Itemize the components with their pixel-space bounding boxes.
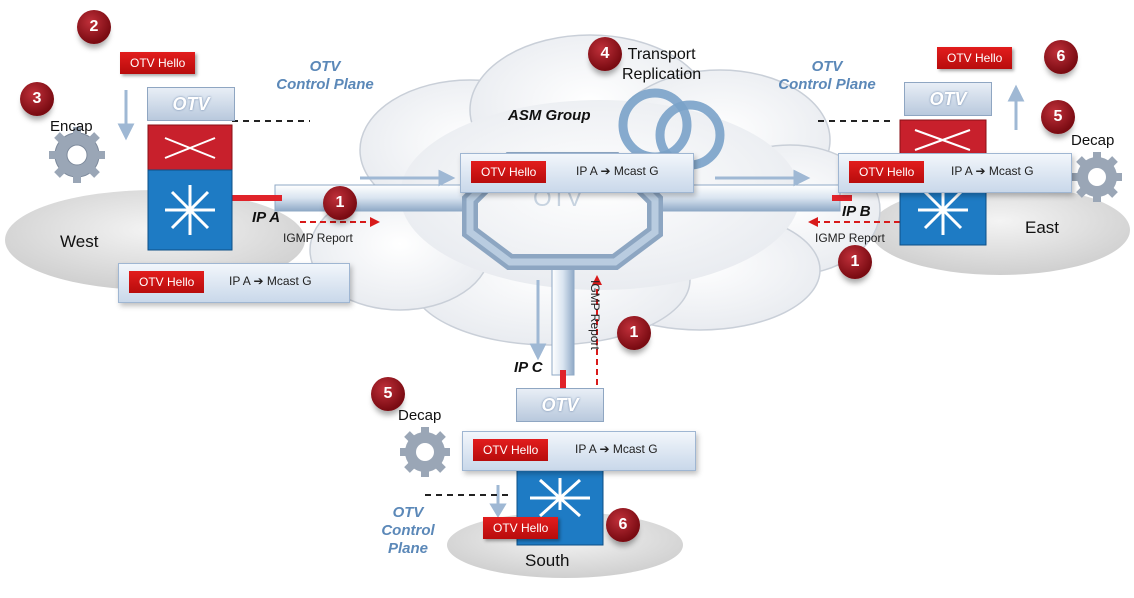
east-control-plane-label: OTV Control Plane bbox=[778, 58, 876, 93]
packet-east-route: IP A ➔ Mcast G bbox=[951, 164, 1034, 178]
igmp-report-west: IGMP Report bbox=[283, 231, 353, 245]
asm-group-label: ASM Group bbox=[508, 107, 591, 124]
step-badge-5-south: 5 bbox=[371, 377, 405, 411]
packet-core-hello: OTV Hello bbox=[471, 161, 547, 183]
step-badge-1-east: 1 bbox=[838, 245, 872, 279]
south-otv-label: OTV bbox=[516, 388, 604, 422]
interface-label-south: IP C bbox=[514, 359, 543, 376]
site-label-west: West bbox=[60, 232, 99, 251]
packet-core-route: IP A ➔ Mcast G bbox=[576, 164, 659, 178]
site-label-east: East bbox=[1025, 218, 1060, 237]
step-badge-6-east: 6 bbox=[1044, 40, 1078, 74]
transport-replication-label: Transport Replication bbox=[622, 46, 702, 83]
igmp-report-south: IGMP Report bbox=[588, 280, 602, 350]
packet-south-hello: OTV Hello bbox=[473, 439, 549, 461]
step-badge-5-east: 5 bbox=[1041, 100, 1075, 134]
packet-east-hello: OTV Hello bbox=[849, 161, 925, 183]
gear-icon-south bbox=[400, 427, 450, 477]
packet-west: OTV Hello IP A ➔ Mcast G bbox=[118, 263, 350, 303]
east-otv-label: OTV bbox=[904, 82, 992, 116]
otv-hello-tag-east: OTV Hello bbox=[937, 47, 1013, 69]
west-edge-device bbox=[147, 124, 233, 251]
packet-west-route: IP A ➔ Mcast G bbox=[229, 274, 312, 288]
south-tunnel bbox=[551, 259, 575, 376]
decap-label-east: Decap bbox=[1071, 132, 1115, 149]
step-badge-1-west: 1 bbox=[323, 186, 357, 220]
step-badge-2: 2 bbox=[77, 10, 111, 44]
otv-hello-tag-west: OTV Hello bbox=[120, 52, 196, 74]
interface-label-east: IP B bbox=[842, 203, 871, 220]
packet-south-route: IP A ➔ Mcast G bbox=[575, 442, 658, 456]
flow-arrows bbox=[117, 84, 1025, 518]
site-label-south: South bbox=[525, 551, 570, 570]
step-badge-6-south: 6 bbox=[606, 508, 640, 542]
packet-west-hello: OTV Hello bbox=[129, 271, 205, 293]
step-badge-3: 3 bbox=[20, 82, 54, 116]
packet-south: OTV Hello IP A ➔ Mcast G bbox=[462, 431, 696, 471]
gear-icon-east bbox=[1072, 152, 1122, 202]
igmp-report-east: IGMP Report bbox=[815, 231, 885, 245]
otv-hello-tag-south: OTV Hello bbox=[483, 517, 559, 539]
packet-core: OTV Hello IP A ➔ Mcast G bbox=[460, 153, 694, 193]
gear-icon-west bbox=[49, 127, 105, 183]
step-badge-1-south: 1 bbox=[617, 316, 651, 350]
west-control-plane-label: OTV Control Plane bbox=[276, 58, 374, 93]
packet-east: OTV Hello IP A ➔ Mcast G bbox=[838, 153, 1072, 193]
west-tunnel bbox=[274, 184, 476, 212]
west-otv-label: OTV bbox=[147, 87, 235, 121]
decap-label-south: Decap bbox=[398, 407, 442, 424]
encap-label: Encap bbox=[50, 118, 93, 135]
south-control-plane-label: OTV Control Plane bbox=[381, 504, 435, 557]
step-badge-4: 4 bbox=[588, 37, 622, 71]
interface-label-west: IP A bbox=[252, 209, 281, 226]
